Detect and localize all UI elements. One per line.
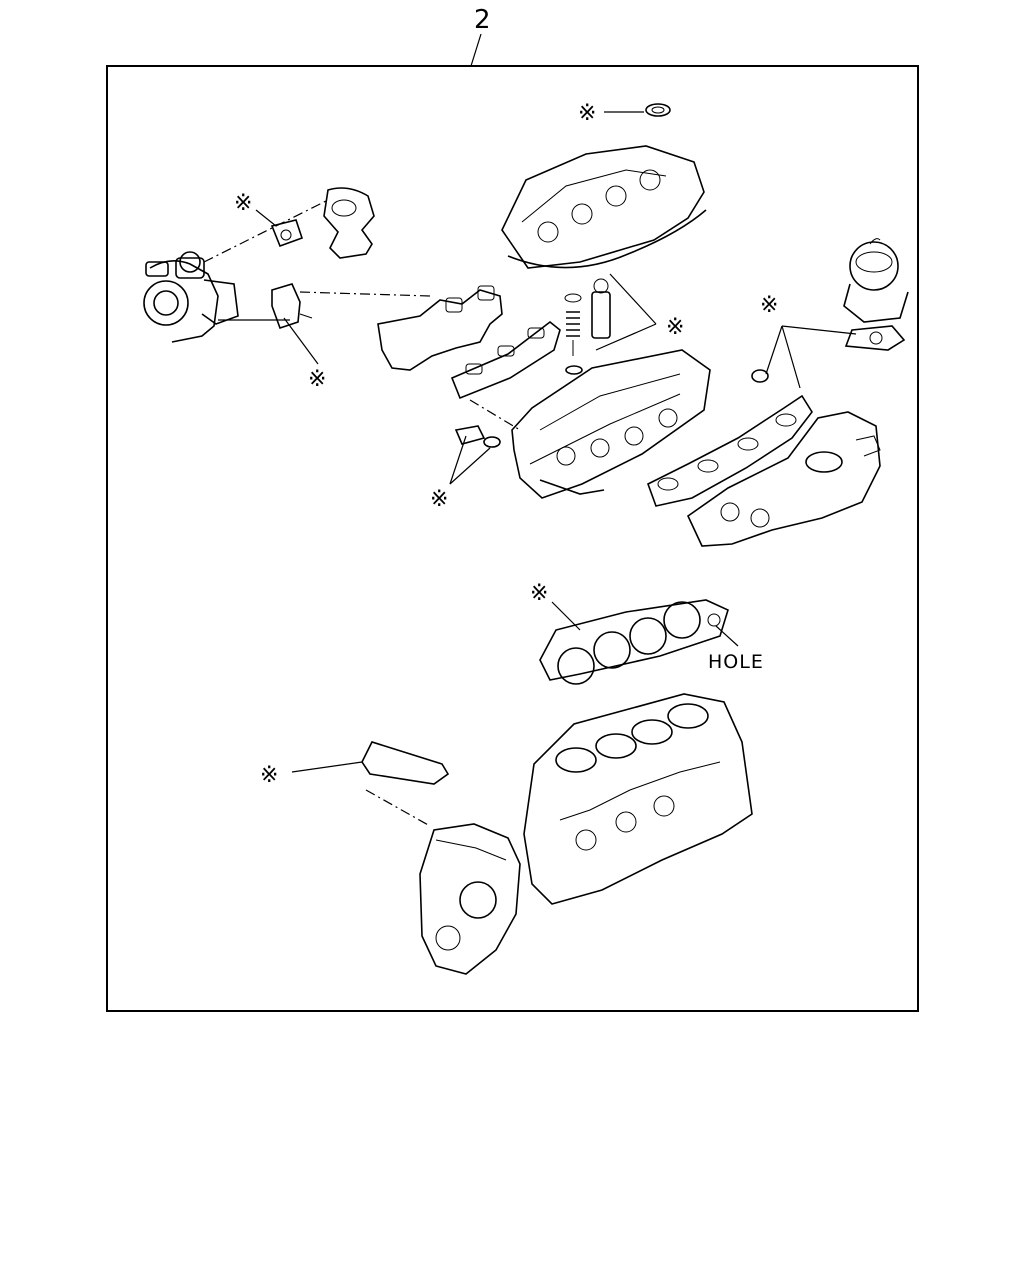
- water-sensor: [483, 436, 501, 448]
- callout-number: 2: [474, 5, 491, 35]
- turbo-dash-line-1: [203, 199, 329, 263]
- valve-stem-seal: [565, 365, 583, 375]
- turbo-gasket: [270, 219, 304, 248]
- intake-manifold-gasket: [647, 394, 813, 507]
- timing-dash-line: [365, 789, 431, 827]
- egr-leader-3: [781, 325, 801, 389]
- injector-seals-leader-a: [609, 273, 657, 325]
- exhaust-manifold: [377, 285, 503, 371]
- cylinder-block: [523, 693, 753, 905]
- marker-turbo-gasket: ※: [234, 191, 252, 216]
- o-ring: [751, 369, 769, 383]
- water-outlet-leader-a: [449, 435, 467, 485]
- marker-oil-seal: ※: [578, 101, 596, 126]
- egr-gasket: [844, 325, 906, 351]
- hole-label: HOLE: [708, 651, 764, 673]
- fuel-injector: [591, 278, 611, 339]
- cylinder-head-gasket: [539, 599, 729, 685]
- marker-timing-cover-gasket: ※: [260, 763, 278, 788]
- turbocharger: [143, 251, 239, 343]
- bracket-dash-line: [299, 291, 431, 297]
- hole-leader: [715, 625, 739, 647]
- kit-frame: [106, 65, 919, 1012]
- head-gasket-leader: [551, 601, 581, 631]
- glow-plug-sensor: [454, 425, 486, 445]
- timing-gasket-leader: [291, 761, 363, 773]
- marker-water-outlet-gasket: ※: [430, 487, 448, 512]
- marker-head-gasket: ※: [530, 581, 548, 606]
- marker-egr-gasket: ※: [760, 293, 778, 318]
- marker-manifold-bracket: ※: [308, 367, 326, 392]
- egr-leader-2: [765, 325, 783, 375]
- timing-gear-cover: [419, 823, 521, 975]
- intake-manifold: [686, 411, 881, 547]
- callout-leader: [470, 33, 482, 67]
- egr-leader: [781, 325, 857, 335]
- manifold-dash-line: [469, 399, 521, 431]
- cylinder-head: [511, 349, 711, 499]
- turbo-gasket-leader: [255, 209, 277, 227]
- turbo-outlet-elbow: [323, 187, 375, 259]
- oil-filler-seal: [645, 103, 671, 117]
- cylinder-head-cover: [501, 145, 707, 269]
- bracket-marker-leader: [283, 317, 319, 365]
- valve-spring: [564, 293, 582, 356]
- water-outlet-leader-b: [449, 447, 491, 485]
- exhaust-manifold-gasket: [450, 320, 561, 400]
- injector-seals-leader-b: [595, 323, 657, 351]
- marker-injector-seals: ※: [666, 315, 684, 340]
- egr-valve: [843, 238, 909, 323]
- manifold-bracket: [271, 283, 313, 330]
- timing-cover-gasket: [361, 741, 450, 785]
